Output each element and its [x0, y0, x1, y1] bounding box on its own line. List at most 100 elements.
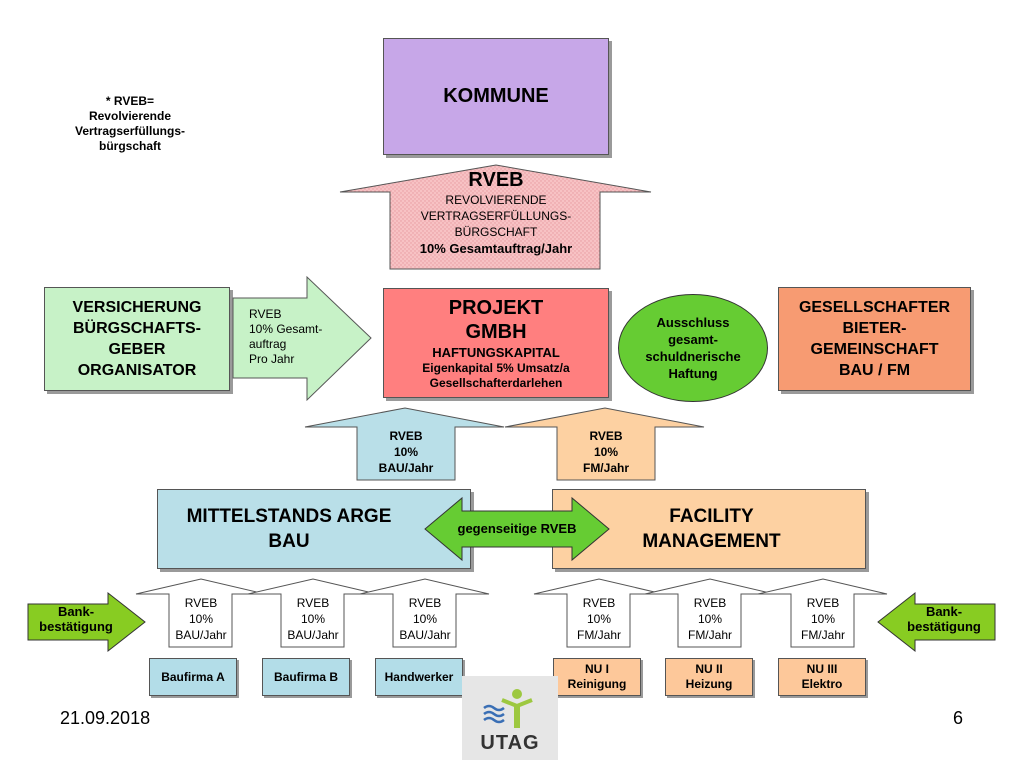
utag-logo: UTAG — [462, 676, 558, 760]
small-arrow-2-line-2: 10% — [300, 612, 326, 626]
projekt-line-2: GMBH — [465, 320, 527, 343]
firm-4-line-2: Reinigung — [567, 677, 627, 691]
rveb-definition-note: * RVEB= Revolvierende Vertragserfüllungs… — [50, 94, 210, 154]
note-line-3: Vertragserfüllungs- — [74, 124, 186, 138]
ausschluss-line-4: Haftung — [668, 366, 718, 381]
firm-baufirma-b: Baufirma B — [262, 658, 350, 696]
small-arrow-2 — [247, 578, 378, 648]
gesellschafter-line-4: BAU / FM — [838, 362, 911, 379]
small-arrow-4 — [533, 578, 664, 648]
arge-line-2: BAU — [268, 531, 310, 552]
small-arrow-4-line-2: 10% — [586, 612, 612, 626]
rveb-fm-mid-line-3: FM/Jahr — [582, 461, 629, 475]
gesellschafter-line-3: GEMEINSCHAFT — [810, 341, 939, 358]
note-line-4: bürgschaft — [98, 139, 161, 153]
firm-baufirma-a: Baufirma A — [149, 658, 237, 696]
ausschluss-ellipse: Ausschluss gesamt- schuldnerische Haftun… — [618, 294, 768, 402]
small-arrow-5-line-1: RVEB — [693, 596, 727, 610]
utag-logo-icon — [483, 689, 533, 728]
gegenseitige-rveb-arrow — [424, 496, 610, 562]
note-line-2: Revolvierende — [88, 109, 172, 123]
projekt-gmbh-box: PROJEKT GMBH HAFTUNGSKAPITAL Eigenkapita… — [383, 288, 609, 398]
rveb-side-arrow — [232, 275, 372, 402]
rveb-fm-mid-arrow — [504, 407, 705, 481]
rveb-main-line-1: REVOLVIERENDE — [445, 193, 547, 207]
rveb-fm-mid-line-1: RVEB — [589, 429, 623, 443]
footer-page-number: 6 — [953, 708, 964, 728]
firm-5-line-2: Heizung — [685, 677, 733, 691]
small-arrow-1-line-1: RVEB — [184, 596, 218, 610]
rveb-main-line-3: BÜRGSCHAFT — [454, 225, 538, 239]
projekt-line-5: Gesellschafterdarlehen — [429, 375, 563, 390]
kommune-box: KOMMUNE — [383, 38, 609, 155]
projekt-line-1: PROJEKT — [448, 296, 544, 319]
firm-2-line-1: Baufirma B — [273, 669, 338, 684]
utag-logo-text: UTAG — [480, 732, 540, 754]
small-arrow-1-text: RVEB 10% BAU/Jahr — [151, 595, 251, 643]
rveb-main-title: RVEB — [468, 169, 524, 191]
small-arrow-3-line-1: RVEB — [408, 596, 442, 610]
projekt-line-4: Eigenkapital 5% Umsatz/a — [422, 360, 570, 375]
firm-nu-heizung: NU II Heizung — [665, 658, 753, 696]
small-arrow-6-text: RVEB 10% FM/Jahr — [773, 595, 873, 643]
bank-right-arrow — [877, 591, 996, 653]
rveb-side-line-2: 10% Gesamt- — [249, 322, 323, 336]
rveb-main-line-4: 10% Gesamtauftrag/Jahr — [419, 241, 573, 256]
firm-4-line-1: NU I — [585, 662, 609, 676]
gesellschafter-box: GESELLSCHAFTER BIETER- GEMEINSCHAFT BAU … — [778, 287, 971, 391]
rveb-side-line-4: Pro Jahr — [249, 352, 295, 366]
rveb-fm-mid-text: RVEB 10% FM/Jahr — [557, 428, 655, 476]
rveb-bau-mid-line-2: 10% — [393, 445, 419, 459]
small-arrow-6 — [757, 578, 888, 648]
rveb-bau-mid-line-1: RVEB — [389, 429, 423, 443]
small-arrow-5-line-2: 10% — [697, 612, 723, 626]
small-arrow-3-text: RVEB 10% BAU/Jahr — [375, 595, 475, 643]
rveb-main-arrow — [339, 164, 652, 270]
rveb-side-line-1: RVEB — [249, 307, 282, 321]
bank-right-line-1: Bank- — [925, 604, 963, 619]
rveb-bau-mid-arrow — [304, 407, 505, 481]
small-arrow-4-line-3: FM/Jahr — [576, 628, 621, 642]
small-arrow-1-line-3: BAU/Jahr — [175, 628, 227, 642]
facility-line-1: FACILITY — [669, 506, 754, 527]
firm-3-line-1: Handwerker — [384, 669, 454, 684]
ausschluss-line-2: gesamt- — [668, 332, 718, 347]
gegenseitige-rveb-label: gegenseitige RVEB — [457, 521, 577, 536]
small-arrow-2-line-1: RVEB — [296, 596, 330, 610]
arge-line-1: MITTELSTANDS ARGE — [186, 506, 392, 527]
footer-date: 21.09.2018 — [60, 708, 151, 728]
bank-right-text: Bank- bestätigung — [892, 604, 996, 634]
gesellschafter-line-2: BIETER- — [842, 320, 907, 337]
small-arrow-5-line-3: FM/Jahr — [687, 628, 732, 642]
small-arrow-6-line-2: 10% — [810, 612, 836, 626]
rveb-bau-mid-line-3: BAU/Jahr — [378, 461, 434, 475]
bank-left-text: Bank- bestätigung — [26, 604, 126, 634]
small-arrow-3 — [359, 578, 490, 648]
firm-6-line-2: Elektro — [801, 677, 843, 691]
small-arrow-4-text: RVEB 10% FM/Jahr — [549, 595, 649, 643]
note-line-1: * RVEB= — [105, 94, 155, 108]
ausschluss-line-3: schuldnerische — [645, 349, 741, 364]
small-arrow-4-line-1: RVEB — [582, 596, 616, 610]
versicherung-line-3: GEBER — [108, 341, 166, 358]
gesellschafter-line-1: GESELLSCHAFTER — [798, 299, 951, 316]
bank-left-line-2: bestätigung — [39, 619, 113, 634]
rveb-bau-mid-text: RVEB 10% BAU/Jahr — [357, 428, 455, 476]
firm-handwerker: Handwerker — [375, 658, 463, 696]
small-arrow-2-line-3: BAU/Jahr — [287, 628, 339, 642]
versicherung-line-2: BÜRGSCHAFTS- — [73, 320, 201, 337]
versicherung-box: VERSICHERUNG BÜRGSCHAFTS- GEBER ORGANISA… — [44, 287, 230, 391]
rveb-side-text: RVEB 10% Gesamt- auftrag Pro Jahr — [249, 307, 349, 367]
small-arrow-3-line-2: 10% — [412, 612, 438, 626]
versicherung-line-4: ORGANISATOR — [77, 362, 197, 379]
small-arrow-6-line-3: FM/Jahr — [800, 628, 845, 642]
bank-right-line-2: bestätigung — [907, 619, 981, 634]
rveb-side-line-3: auftrag — [249, 337, 287, 351]
facility-line-2: MANAGEMENT — [642, 531, 781, 552]
kommune-label: KOMMUNE — [443, 85, 549, 107]
bank-left-arrow — [27, 591, 146, 653]
ausschluss-line-1: Ausschluss — [656, 315, 730, 330]
small-arrow-5-text: RVEB 10% FM/Jahr — [660, 595, 760, 643]
firm-6-line-1: NU III — [806, 662, 838, 676]
rveb-fm-mid-line-2: 10% — [593, 445, 619, 459]
